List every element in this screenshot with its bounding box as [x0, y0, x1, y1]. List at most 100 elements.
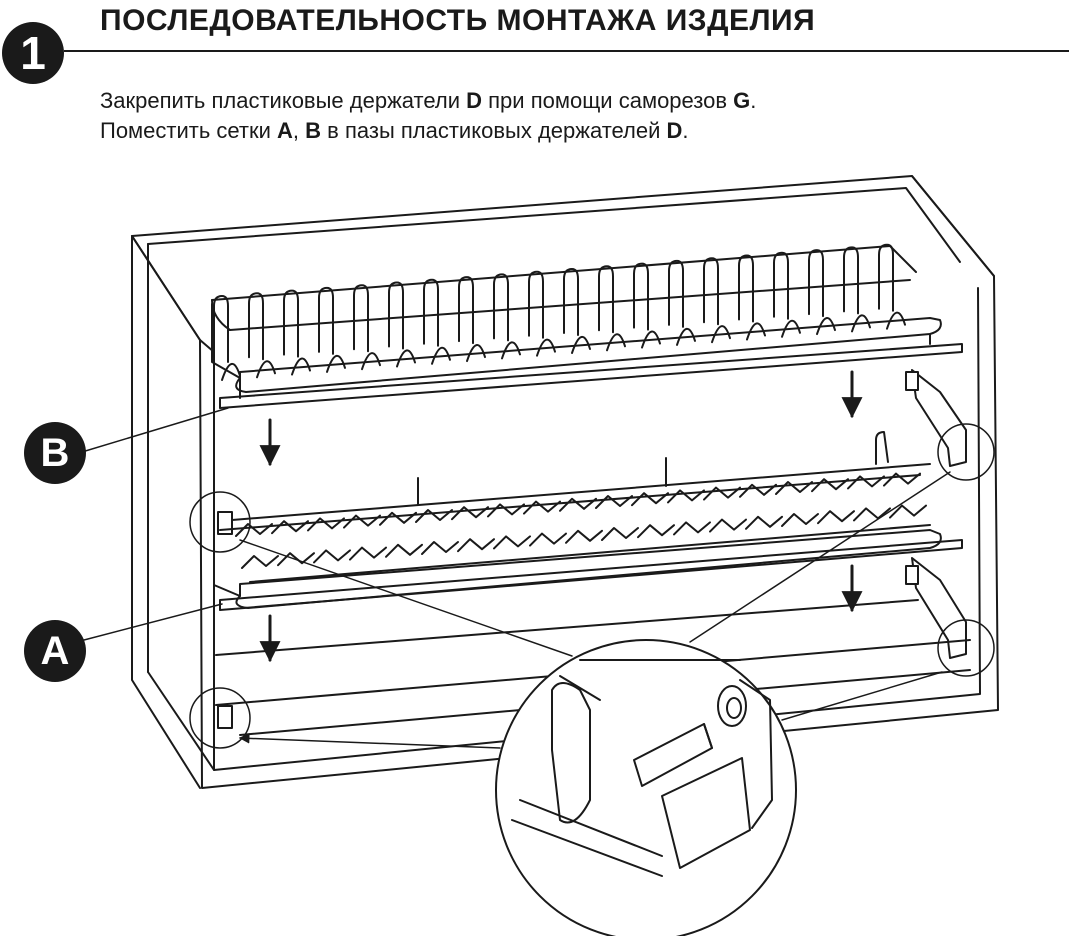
plate-holder-wire [745, 515, 783, 530]
instruction-line-1: Закрепить пластиковые держатели D при по… [100, 86, 756, 116]
rack-tine [668, 259, 684, 328]
instruction-text: . [682, 118, 689, 143]
rack-tine [598, 265, 614, 334]
plate-holder-wire [883, 472, 921, 487]
rack-tine [703, 257, 719, 326]
rack-tine [458, 276, 474, 345]
plate-holder-wire [529, 532, 567, 547]
part-ref-d: D [466, 88, 483, 113]
rack-tine [571, 336, 591, 354]
rack-tine [563, 268, 579, 336]
instructions-text: Закрепить пластиковые держатели D при по… [100, 86, 756, 146]
rack-tine [676, 327, 696, 346]
plate-holder-wire [415, 509, 453, 523]
rack-tine [423, 278, 439, 347]
plate-holder-wire [343, 514, 381, 529]
plate-holder-wire [241, 555, 279, 569]
callout-circle [189, 687, 251, 749]
rack-tine [388, 281, 404, 350]
rack-tine [738, 254, 754, 323]
callout-circles [189, 423, 995, 749]
plate-holder-wire [565, 529, 603, 544]
rack-tine [711, 325, 731, 344]
instruction-text: в пазы пластиковых держателей [321, 118, 667, 143]
callout-circle [189, 491, 251, 553]
rack-tine [886, 311, 906, 330]
part-ref-g: G [733, 88, 751, 113]
rack-tine [431, 346, 451, 365]
part-ref-d: D [666, 118, 683, 143]
plate-holder-wire [703, 486, 741, 501]
callout-circle [937, 619, 995, 677]
label-lower-rack-a: A [24, 620, 86, 682]
instruction-text: , [292, 118, 306, 143]
rack-tine [606, 333, 626, 352]
rack-tine [248, 292, 264, 361]
plate-holder-wire [781, 513, 819, 527]
plate-holder-wire [487, 503, 525, 518]
plate-holder-wire [235, 523, 273, 537]
instruction-line-2: Поместить сетки A, B в пазы пластиковых … [100, 116, 756, 146]
rack-tine [256, 360, 276, 379]
instruction-text: . [750, 88, 757, 113]
rack-tine [773, 251, 789, 320]
rack-tine [528, 270, 544, 339]
rack-tine [326, 354, 346, 373]
rack-tine [781, 319, 801, 338]
plate-holder-wire [889, 504, 927, 519]
plate-holder-wire [631, 492, 669, 507]
rack-tine [633, 262, 649, 331]
magnified-detail [495, 639, 797, 936]
plate-holder-wire [379, 511, 417, 526]
rack-tine [808, 249, 824, 318]
plate-holder-wire [523, 500, 561, 515]
plate-holder-wire [277, 552, 315, 567]
rack-tine [746, 322, 766, 341]
plate-holder-wire [385, 543, 423, 558]
plate-holder-wire [709, 518, 747, 533]
lower-rack-plate-holders [235, 472, 927, 569]
plate-holder-wire [739, 483, 777, 498]
title-divider [64, 50, 1069, 52]
plate-holder-wire [559, 497, 597, 512]
instruction-text: Поместить сетки [100, 118, 278, 143]
plate-holder-wire [493, 535, 531, 550]
rack-tine [353, 284, 369, 353]
plate-holder-wire [637, 524, 675, 539]
plate-holder-wire [847, 475, 885, 490]
rack-tine [493, 273, 509, 342]
plate-holder-wire [349, 546, 387, 561]
rack-tine [291, 357, 311, 376]
rack-tine [283, 289, 299, 358]
plate-holder-wire [421, 541, 459, 555]
plastic-holders-d [217, 369, 967, 729]
lower-dish-rack [213, 431, 963, 611]
plate-holder-wire [271, 520, 309, 535]
upper-dish-rack [211, 243, 963, 409]
page-title: ПОСЛЕДОВАТЕЛЬНОСТЬ МОНТАЖА ИЗДЕЛИЯ [100, 4, 816, 37]
plate-holder-wire [817, 510, 855, 525]
part-ref-b: B [305, 118, 322, 143]
plate-holder-wire [811, 478, 849, 493]
rack-tine [878, 243, 894, 312]
rack-tine [641, 330, 661, 349]
plate-holder-wire [457, 538, 495, 553]
label-upper-rack-b: B [24, 422, 86, 484]
plate-holder-wire [307, 517, 345, 532]
instruction-text: при помощи саморезов [482, 88, 734, 113]
rack-tine [361, 352, 381, 371]
plate-holder-wire [601, 527, 639, 541]
plate-holder-wire [853, 507, 891, 522]
instruction-text: Закрепить пластиковые держатели [100, 88, 467, 113]
rack-tine [816, 317, 836, 336]
callout-circle [937, 423, 995, 481]
rack-tine [396, 349, 416, 368]
rack-tine [536, 338, 556, 357]
plate-holder-wire [595, 495, 633, 509]
rack-tine [318, 286, 334, 355]
rack-tine [851, 314, 871, 333]
upper-rack-tines [213, 243, 906, 381]
plate-holder-wire [313, 549, 351, 564]
down-arrows [259, 370, 863, 663]
